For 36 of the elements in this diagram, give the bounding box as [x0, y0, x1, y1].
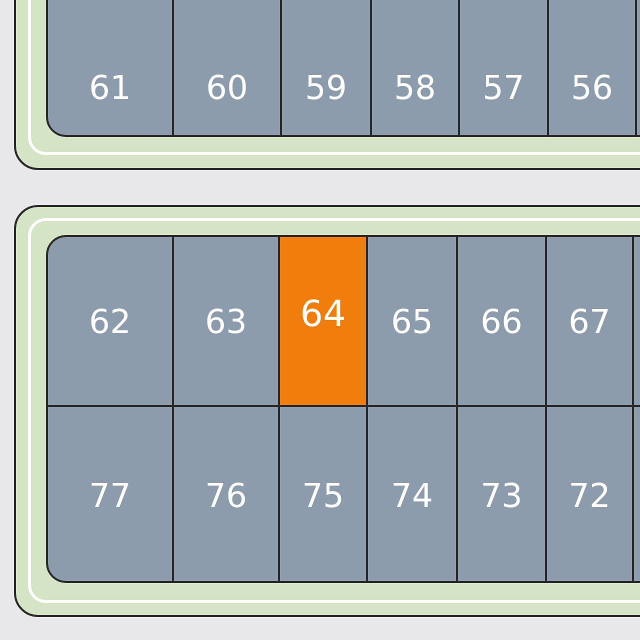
space-number: 56 — [571, 68, 613, 107]
space-number: 60 — [206, 68, 248, 107]
parking-space — [280, 237, 366, 405]
parking-space — [48, 0, 172, 135]
space-number: 75 — [302, 476, 344, 514]
space-number: 72 — [568, 476, 610, 514]
space-number: 59 — [305, 68, 347, 107]
parking-space — [174, 237, 278, 405]
parking-space — [280, 407, 366, 581]
space-number: 67 — [568, 302, 610, 340]
space-number: 58 — [394, 68, 436, 107]
parking-space — [174, 0, 280, 135]
space-number: 62 — [89, 302, 131, 340]
space-number: 63 — [205, 302, 247, 340]
space-number: 61 — [89, 68, 131, 107]
parking-space — [368, 407, 456, 581]
parking-space — [547, 407, 632, 581]
space-number: 74 — [391, 476, 433, 514]
space-number: 73 — [480, 476, 522, 514]
space-number: 76 — [205, 476, 247, 514]
space-number: 77 — [89, 476, 131, 514]
parking-space — [48, 407, 172, 581]
parking-space — [458, 407, 545, 581]
parking-space — [372, 0, 458, 135]
parking-space — [174, 407, 278, 581]
parking-space — [458, 237, 545, 405]
parking-space — [460, 0, 547, 135]
parking-space — [549, 0, 635, 135]
space-number: 65 — [391, 302, 433, 340]
space-number: 66 — [480, 302, 522, 340]
parking-space — [547, 237, 632, 405]
parking-space — [48, 237, 172, 405]
space-number: 57 — [482, 68, 524, 107]
parking-space — [368, 237, 456, 405]
space-number: 64 — [300, 294, 346, 334]
parking-space — [282, 0, 370, 135]
